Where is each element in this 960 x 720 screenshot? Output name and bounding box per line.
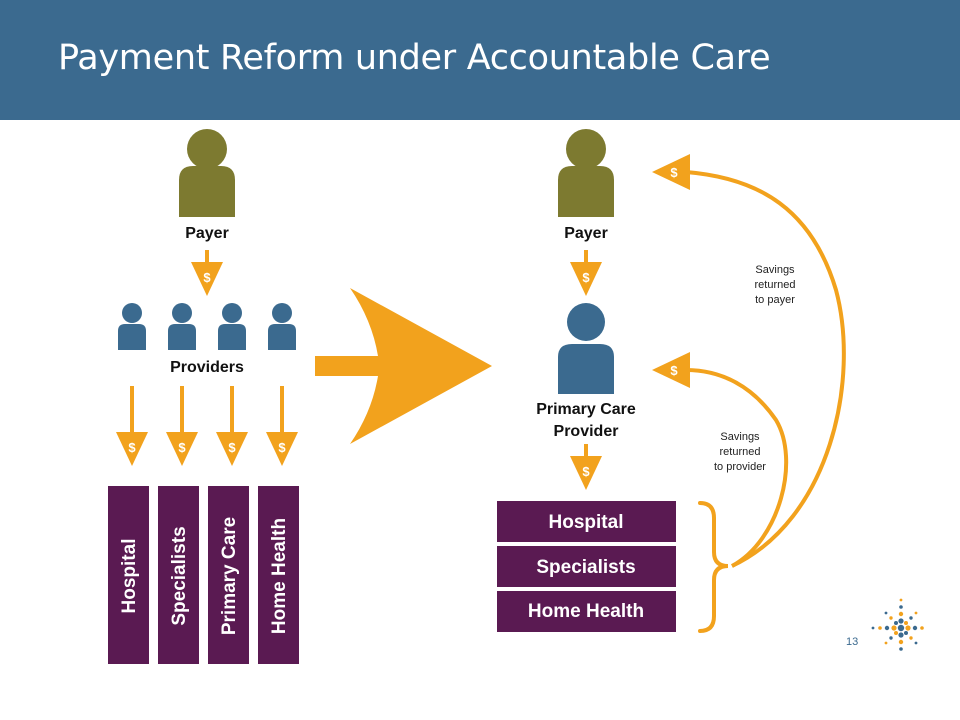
left-payer-arrow-coin: $	[203, 270, 211, 285]
left-column-arrow-coin-1: $	[128, 440, 136, 455]
right-pcp-label-line2: Provider	[554, 423, 619, 440]
savings-provider-text-2: returned	[720, 446, 761, 458]
page-number: 13	[846, 636, 859, 648]
header-bar: Payment Reform under Accountable Care	[0, 0, 960, 120]
right-box-home-health: Home Health	[497, 591, 676, 632]
savings-payer-coin: $	[670, 165, 678, 180]
right-box-home-health-label: Home Health	[528, 601, 644, 622]
savings-payer-text-2: returned	[755, 279, 796, 291]
right-pcp-arrow-icon	[570, 444, 602, 490]
brace-icon	[698, 501, 729, 633]
savings-provider-text-1: Savings	[720, 431, 760, 443]
left-column-specialists-label: Specialists	[169, 526, 190, 625]
left-providers-label: Providers	[170, 359, 244, 376]
left-column-primary-care: Primary Care	[208, 486, 249, 664]
right-payer-arrow-coin: $	[582, 270, 590, 285]
left-column-specialists: Specialists	[158, 486, 199, 664]
left-column-arrow-coin-3: $	[228, 440, 236, 455]
left-column-primary-care-label: Primary Care	[219, 517, 240, 635]
left-payer-icon	[179, 129, 235, 217]
left-column-hospital-label: Hospital	[119, 539, 140, 614]
left-column-arrow-coin-2: $	[178, 440, 186, 455]
left-column-arrow-icon-4	[266, 386, 298, 466]
left-column-arrow-icon-3	[216, 386, 248, 466]
left-payer-arrow-icon	[191, 250, 223, 296]
savings-payer-arrowhead-icon	[652, 154, 690, 190]
savings-payer-text-1: Savings	[755, 264, 795, 276]
left-column-arrow-icon-2	[166, 386, 198, 466]
right-box-specialists: Specialists	[497, 546, 676, 587]
right-pcp-arrow-coin: $	[582, 464, 590, 479]
right-payer-arrow-icon	[570, 250, 602, 296]
transition-arrow-icon	[315, 288, 492, 444]
left-column-home-health: Home Health	[258, 486, 299, 664]
logo-icon	[871, 598, 924, 651]
left-provider-icon-4	[268, 303, 296, 350]
right-payer-icon	[558, 129, 614, 217]
left-provider-icon-3	[218, 303, 246, 350]
left-column-home-health-label: Home Health	[269, 518, 290, 634]
left-provider-icon-1	[118, 303, 146, 350]
savings-provider-coin: $	[670, 363, 678, 378]
left-column-hospital: Hospital	[108, 486, 149, 664]
savings-provider-text-3: to provider	[714, 461, 766, 473]
right-payer-label: Payer	[564, 225, 608, 242]
right-box-hospital: Hospital	[497, 501, 676, 542]
right-box-hospital-label: Hospital	[549, 512, 624, 533]
savings-provider-arrow-icon	[685, 368, 789, 568]
page-title: Payment Reform under Accountable Care	[58, 38, 771, 78]
right-pcp-icon	[558, 303, 614, 394]
left-provider-icon-2	[168, 303, 196, 350]
left-column-arrow-icon-1	[116, 386, 148, 466]
savings-payer-text-3: to payer	[755, 294, 795, 306]
right-box-specialists-label: Specialists	[536, 557, 635, 578]
savings-payer-arrow-icon	[685, 170, 846, 568]
left-payer-label: Payer	[185, 225, 229, 242]
left-column-arrow-coin-4: $	[278, 440, 286, 455]
right-pcp-label-line1: Primary Care	[536, 401, 636, 418]
savings-provider-arrowhead-icon	[652, 352, 690, 388]
